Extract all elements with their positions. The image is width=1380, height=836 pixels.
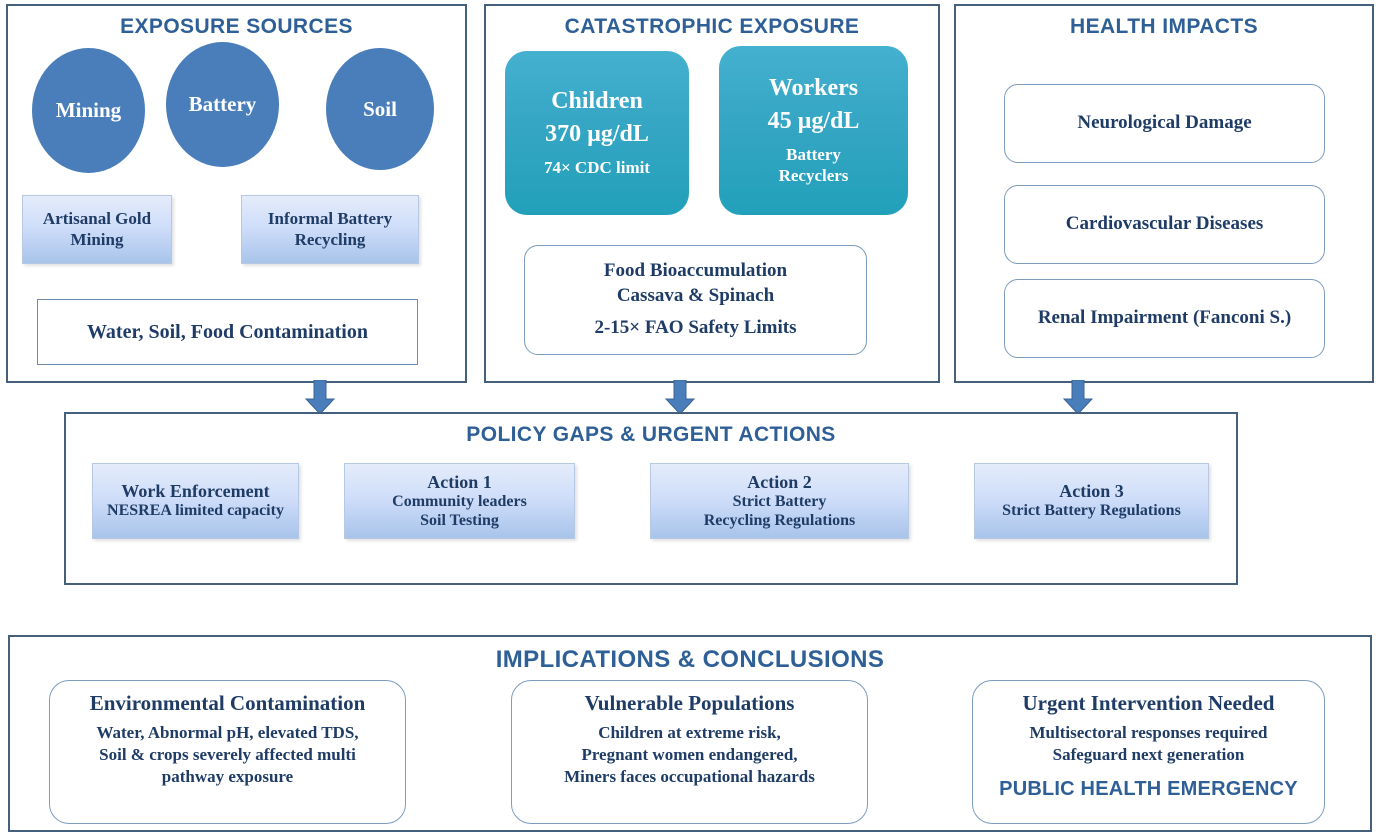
circle-soil-label: Soil (363, 96, 397, 121)
chip-informal-battery-recycling: Informal Battery Recycling (241, 195, 419, 264)
chip-action-3: Action 3 Strict Battery Regulations (974, 463, 1209, 539)
chip-artisanal-gold-mining: Artisanal Gold Mining (22, 195, 172, 264)
box-neurological-damage: Neurological Damage (1004, 84, 1325, 163)
circle-mining-label: Mining (55, 98, 122, 122)
impl-urg-emphasis: PUBLIC HEALTH EMERGENCY (999, 777, 1298, 800)
panel-policy-title: POLICY GAPS & URGENT ACTIONS (466, 423, 836, 446)
box-environmental-contamination: Environmental Contamination Water, Abnor… (49, 680, 406, 824)
circle-soil: Soil (326, 48, 434, 170)
impl-vuln-line3: Miners faces occupational hazards (564, 766, 815, 786)
chip-work-head: Work Enforcement (121, 480, 270, 501)
box-water-soil-food-contamination: Water, Soil, Food Contamination (37, 299, 418, 365)
arrow-down-icon (665, 380, 695, 415)
impl-vuln-line1: Children at extreme risk, (598, 723, 781, 742)
chip-action1-line2: Soil Testing (420, 511, 499, 529)
box-food-bioaccumulation: Food Bioaccumulation Cassava & Spinach 2… (524, 245, 867, 355)
card-children-head: Children (551, 87, 643, 114)
chip-artisanal-line2: Mining (70, 229, 124, 249)
impl-env-line3: pathway exposure (161, 766, 294, 786)
impl-env-line2: Soil & crops severely affected multi (99, 744, 356, 764)
panel-health-title: HEALTH IMPACTS (1070, 15, 1258, 38)
panel-catastrophic-title: CATASTROPHIC EXPOSURE (564, 15, 860, 38)
card-workers: Workers 45 µg/dL Battery Recyclers (719, 46, 908, 215)
impl-urg-line1: Multisectoral responses required (1029, 723, 1268, 742)
chip-informal-line1: Informal Battery (267, 209, 393, 229)
card-workers-value: 45 µg/dL (767, 108, 860, 135)
box-cardiovascular-diseases: Cardiovascular Diseases (1004, 185, 1325, 264)
chip-action2-line1: Strict Battery (732, 492, 827, 510)
card-workers-head: Workers (768, 75, 859, 102)
impl-vuln-head: Vulnerable Populations (584, 691, 795, 715)
chip-action-1: Action 1 Community leaders Soil Testing (344, 463, 575, 539)
arrow-down-icon (305, 380, 335, 415)
box-food-line3: 2-15× FAO Safety Limits (594, 317, 797, 339)
panel-exposure-title: EXPOSURE SOURCES (120, 15, 353, 38)
card-children: Children 370 µg/dL 74× CDC limit (505, 51, 689, 215)
impl-env-line1: Water, Abnormal pH, elevated TDS, (96, 723, 359, 742)
chip-action-2: Action 2 Strict Battery Recycling Regula… (650, 463, 909, 539)
box-contamination-label: Water, Soil, Food Contamination (87, 320, 368, 343)
chip-action2-line2: Recycling Regulations (703, 511, 856, 529)
chip-artisanal-line1: Artisanal Gold (42, 209, 152, 229)
chip-action3-line1: Strict Battery Regulations (1002, 502, 1181, 520)
chip-action1-line1: Community leaders (392, 492, 527, 510)
panel-implications-title: IMPLICATIONS & CONCLUSIONS (495, 646, 885, 673)
box-urgent-intervention-needed: Urgent Intervention Needed Multisectoral… (972, 680, 1325, 824)
impl-env-head: Environmental Contamination (89, 691, 366, 715)
card-children-sub1: 74× CDC limit (543, 157, 650, 177)
card-workers-sub2: Recyclers (778, 165, 849, 185)
impl-urg-head: Urgent Intervention Needed (1022, 691, 1275, 715)
chip-action2-head: Action 2 (747, 471, 812, 492)
chip-informal-line2: Recycling (294, 229, 366, 249)
impl-urg-line2: Safeguard next generation (1052, 744, 1245, 764)
box-neuro-label: Neurological Damage (1077, 112, 1252, 134)
chip-work-enforcement: Work Enforcement NESREA limited capacity (92, 463, 299, 539)
box-cardio-label: Cardiovascular Diseases (1065, 213, 1264, 235)
chip-work-line1: NESREA limited capacity (107, 502, 284, 520)
box-food-line2: Cassava & Spinach (616, 284, 775, 306)
arrow-down-icon (1063, 380, 1093, 415)
box-renal-impairment: Renal Impairment (Fanconi S.) (1004, 279, 1325, 358)
circle-mining: Mining (32, 48, 145, 173)
impl-vuln-line2: Pregnant women endangered, (581, 744, 798, 764)
chip-action1-head: Action 1 (427, 471, 492, 492)
box-food-line1: Food Bioaccumulation (603, 259, 788, 281)
chip-action3-head: Action 3 (1059, 480, 1124, 501)
circle-battery: Battery (166, 42, 279, 167)
circle-battery-label: Battery (188, 92, 257, 116)
card-workers-sub1: Battery (786, 145, 841, 165)
card-children-value: 370 µg/dL (545, 120, 649, 147)
box-renal-label: Renal Impairment (Fanconi S.) (1037, 307, 1292, 329)
box-vulnerable-populations: Vulnerable Populations Children at extre… (511, 680, 868, 824)
